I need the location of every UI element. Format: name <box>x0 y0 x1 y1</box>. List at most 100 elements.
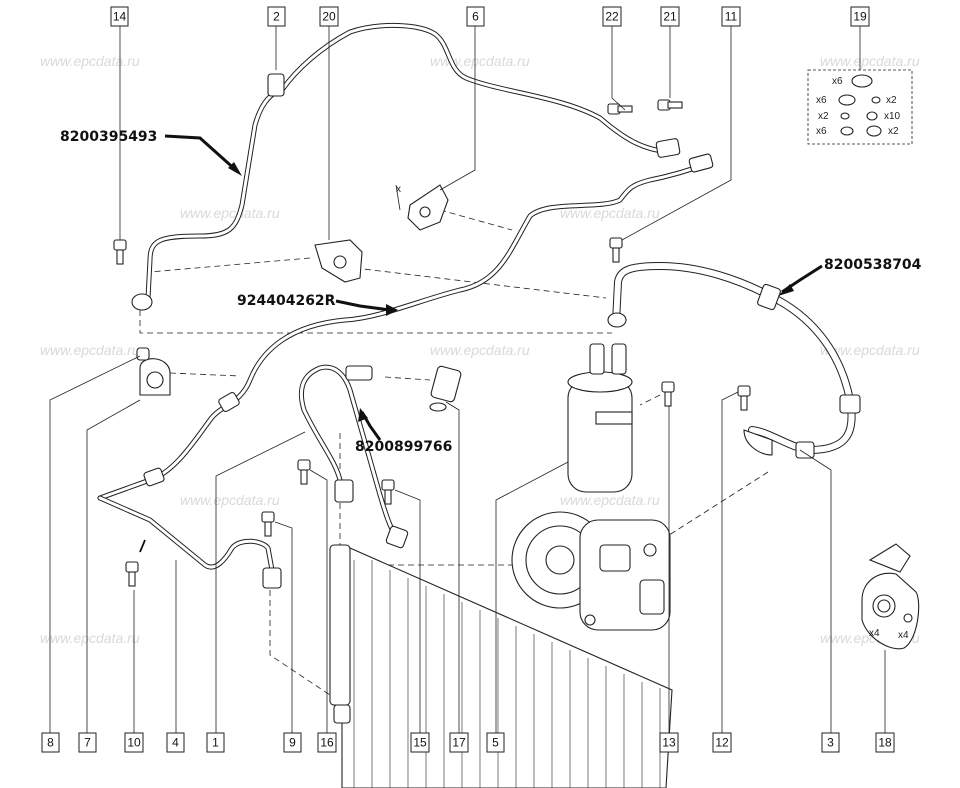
callout-17: 17 <box>449 732 469 753</box>
callout-21: 21 <box>660 6 680 27</box>
svg-text:12: 12 <box>715 736 729 750</box>
pipe-bracket: x <box>395 184 449 231</box>
callout-bottom-row: 8 7 10 4 1 9 16 15 17 5 13 12 3 18 <box>41 732 895 753</box>
callout-10: 10 <box>124 732 144 753</box>
svg-text:6: 6 <box>472 10 479 24</box>
svg-text:11: 11 <box>725 10 738 24</box>
seal-kit-qty: x2 <box>886 95 897 106</box>
svg-text:1: 1 <box>212 736 219 750</box>
part-number-right-hose: 8200538704 <box>824 257 922 273</box>
watermark: www.epcdata.ru <box>430 342 530 358</box>
svg-text:15: 15 <box>413 736 427 750</box>
condenser-fins <box>353 560 661 788</box>
callout-8: 8 <box>41 732 60 753</box>
callout-13: 13 <box>659 732 679 753</box>
watermark: www.epcdata.ru <box>40 630 140 646</box>
bolt-15 <box>381 479 395 505</box>
watermark: www.epcdata.ru <box>180 205 280 221</box>
svg-text:17: 17 <box>452 736 466 750</box>
part-number-middle-pipe: 924404262R <box>237 293 336 309</box>
svg-text:13: 13 <box>662 736 676 750</box>
svg-text:4: 4 <box>172 736 179 750</box>
pipe-clamp <box>314 239 363 283</box>
callout-19: 19 <box>850 6 870 27</box>
charge-valve <box>429 365 462 412</box>
watermark: www.epcdata.ru <box>430 53 530 69</box>
watermark: www.epcdata.ru <box>180 492 280 508</box>
bolt-16 <box>297 459 311 485</box>
watermark-layer: www.epcdata.ru www.epcdata.ru www.epcdat… <box>40 53 920 646</box>
condenser <box>329 544 673 788</box>
callout-11: 11 <box>721 6 741 27</box>
part-number-upper-pipe: 8200395493 <box>60 129 157 145</box>
callout-7: 7 <box>78 732 97 753</box>
watermark: www.epcdata.ru <box>560 492 660 508</box>
callout-16: 16 <box>317 732 337 753</box>
bolt-10 <box>125 561 139 587</box>
svg-text:14: 14 <box>113 10 127 24</box>
callout-12: 12 <box>712 732 732 753</box>
svg-text:2: 2 <box>273 10 280 24</box>
bolt-21 <box>657 99 683 111</box>
callout-22: 22 <box>602 6 622 27</box>
bolt-set <box>113 99 751 587</box>
bolt-12 <box>737 385 751 411</box>
middle-pipe <box>97 153 714 589</box>
pipe-support <box>136 347 171 396</box>
callout-6: 6 <box>466 6 485 27</box>
receiver-drier <box>567 343 633 493</box>
seal-kit-qty: x6 <box>816 95 827 106</box>
seal-kit-qty: x2 <box>888 126 899 137</box>
svg-text:5: 5 <box>492 736 499 750</box>
svg-text:10: 10 <box>127 736 141 750</box>
upper-pipe <box>131 23 681 311</box>
svg-text:21: 21 <box>663 10 677 24</box>
plate-qty: x4 <box>869 628 880 639</box>
dimension-x-label: x <box>396 184 401 195</box>
callout-15: 15 <box>410 732 430 753</box>
svg-text:18: 18 <box>878 736 892 750</box>
bolt-22 <box>607 103 633 115</box>
seal-kit-qty: x6 <box>832 76 843 87</box>
callout-leaders <box>49 26 886 733</box>
callout-3: 3 <box>821 732 840 753</box>
svg-text:19: 19 <box>853 10 867 24</box>
watermark: www.epcdata.ru <box>820 53 920 69</box>
svg-text:7: 7 <box>84 736 91 750</box>
watermark: www.epcdata.ru <box>560 205 660 221</box>
part-number-short-pipe: 8200899766 <box>355 439 452 455</box>
callout-2: 2 <box>267 6 286 27</box>
watermark: www.epcdata.ru <box>40 342 140 358</box>
callout-1: 1 <box>206 732 225 753</box>
connecting-plate: x4 x4 <box>861 543 920 650</box>
bolt-14 <box>113 239 127 265</box>
svg-text:3: 3 <box>827 736 834 750</box>
svg-text:16: 16 <box>320 736 334 750</box>
callout-top-row: 14 2 20 6 22 21 11 19 <box>110 6 870 27</box>
seal-kit-qty: x6 <box>816 126 827 137</box>
compressor <box>511 511 671 631</box>
svg-text:8: 8 <box>47 736 54 750</box>
callout-4: 4 <box>166 732 185 753</box>
callout-14: 14 <box>110 6 129 27</box>
svg-text:20: 20 <box>322 10 336 24</box>
right-hose <box>607 262 861 459</box>
callout-18: 18 <box>875 732 895 753</box>
svg-text:22: 22 <box>605 10 619 24</box>
callout-5: 5 <box>486 732 505 753</box>
part-number-annotations: 8200395493 8200538704 924404262R 8200899… <box>60 129 922 553</box>
watermark: www.epcdata.ru <box>40 53 140 69</box>
seal-kit-box: x6 x6 x2 x2 x10 x6 x2 <box>807 69 913 145</box>
plate-qty: x4 <box>898 630 909 641</box>
svg-text:9: 9 <box>289 736 296 750</box>
bolt-13 <box>661 381 675 407</box>
bolt-9 <box>261 511 275 537</box>
seal-kit-qty: x2 <box>818 111 829 122</box>
seal-kit-qty: x10 <box>884 111 901 122</box>
callout-20: 20 <box>319 6 339 27</box>
callout-9: 9 <box>283 732 302 753</box>
short-pipe <box>298 364 409 549</box>
watermark: www.epcdata.ru <box>820 342 920 358</box>
bolt-11 <box>609 237 623 263</box>
